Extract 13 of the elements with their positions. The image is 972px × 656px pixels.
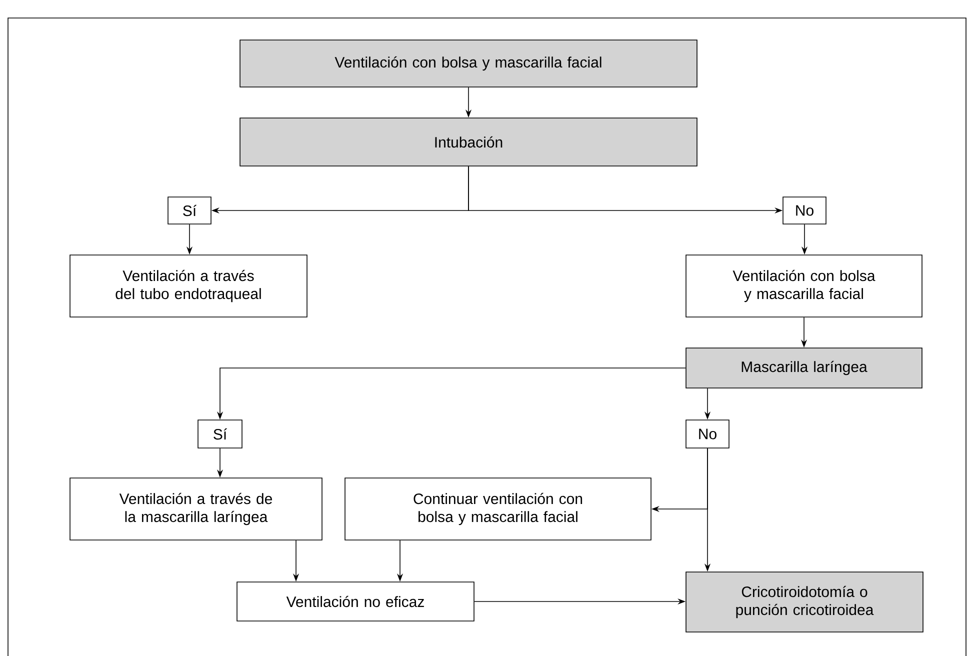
process-box: Ventilación con bolsa y mascarilla facial [240, 40, 698, 88]
process-box: Cricotiroidotomía o punción cricotiroidea [686, 572, 924, 632]
answer-box: Sí [168, 196, 212, 224]
process-box: Continuar ventilación con bolsa y mascarilla facial [344, 478, 652, 540]
answer-box: Sí [198, 420, 242, 448]
process-box: Ventilación a través de la mascarilla laríngea [70, 478, 322, 540]
answer-box: No [782, 196, 826, 224]
process-box: Ventilación a través del tubo endotraqueal [70, 254, 308, 318]
process-box: Ventilación con bolsa y mascarilla facial [686, 254, 922, 318]
process-box: Ventilación no eficaz [236, 582, 474, 622]
answer-box: No [686, 420, 730, 448]
process-box: Mascarilla laríngea [686, 348, 922, 388]
process-box: Intubación [240, 118, 698, 166]
